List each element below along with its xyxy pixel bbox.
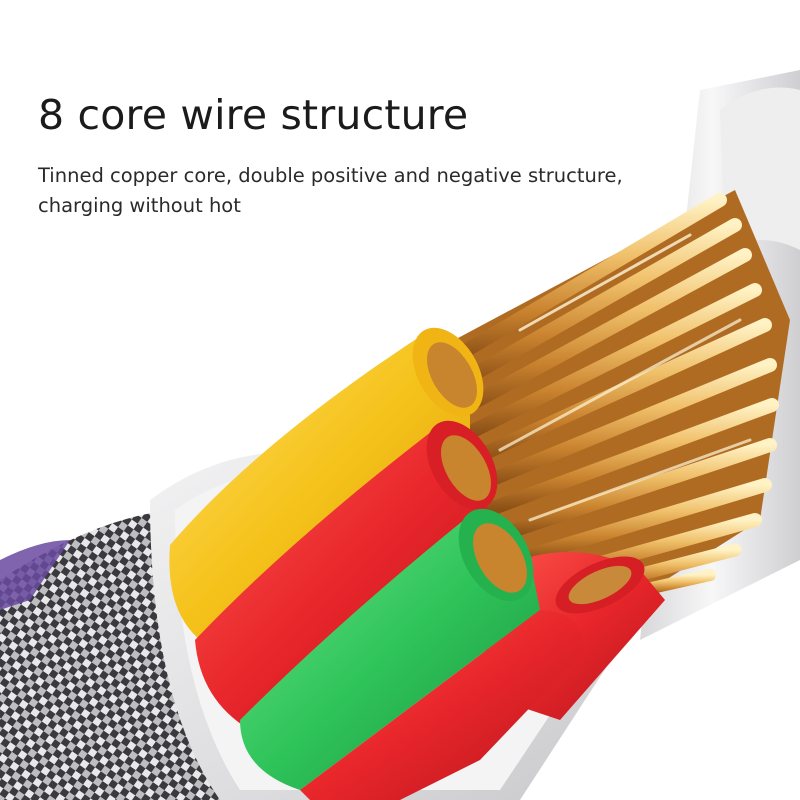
description-line-2: charging without hot bbox=[38, 194, 241, 218]
yellow-core bbox=[169, 327, 484, 640]
headline: 8 core wire structure bbox=[38, 91, 469, 139]
green-core bbox=[240, 508, 540, 790]
copper-strands bbox=[430, 190, 790, 601]
red-core-bottom bbox=[300, 610, 585, 800]
description-line-1: Tinned copper core, double positive and … bbox=[38, 164, 623, 188]
caption-block: 8 core wire structure Tinned copper core… bbox=[38, 91, 698, 222]
description: Tinned copper core, double positive and … bbox=[38, 161, 698, 221]
red-core bbox=[195, 420, 498, 730]
